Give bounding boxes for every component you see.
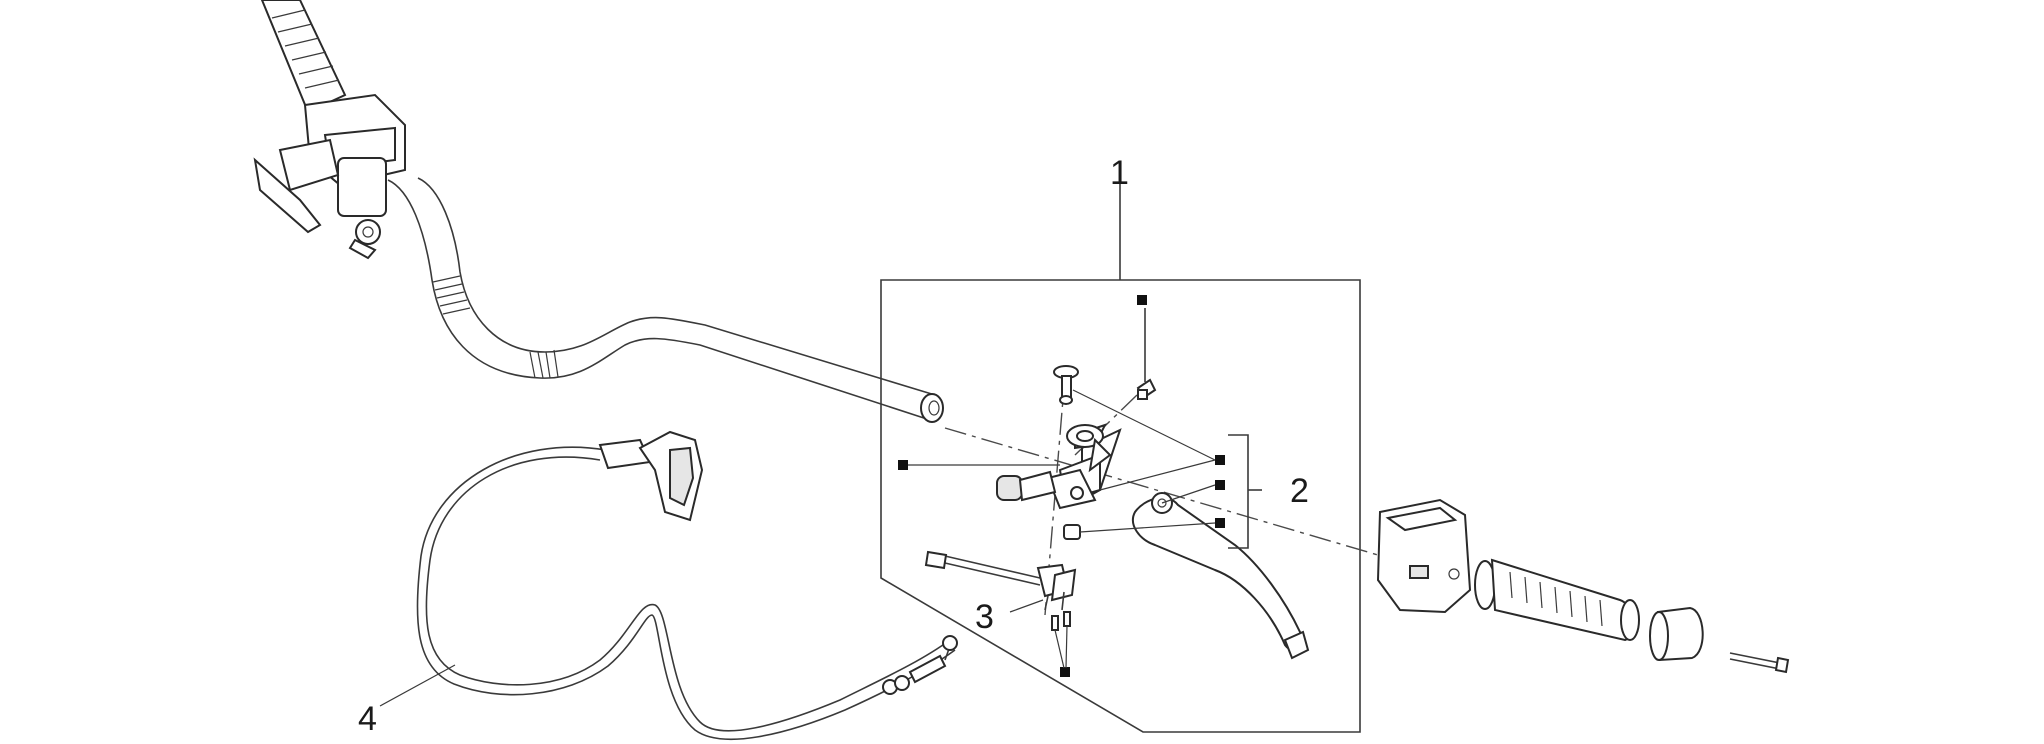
kit-box bbox=[880, 180, 1361, 733]
assembly-axis-line bbox=[944, 427, 1396, 561]
pivot-nut bbox=[1063, 524, 1081, 540]
adjuster-screw bbox=[1136, 308, 1157, 400]
left-control-housing bbox=[253, 93, 406, 260]
square-marker-icon bbox=[1215, 455, 1225, 465]
callout-4: 4 bbox=[358, 700, 377, 738]
left-grip bbox=[260, 0, 347, 114]
callout-2: 2 bbox=[1290, 472, 1309, 510]
handlebar-tube bbox=[387, 177, 944, 423]
square-marker-icon bbox=[1215, 480, 1225, 490]
square-marker-icon bbox=[1060, 667, 1070, 677]
handlebar bbox=[253, 0, 944, 423]
callout-labels: 1 2 3 4 bbox=[358, 154, 1309, 738]
clutch-lever-assembly bbox=[996, 308, 1310, 660]
right-grip bbox=[1474, 558, 1640, 642]
switch-housing bbox=[1376, 498, 1472, 614]
clutch-lever bbox=[1132, 492, 1310, 660]
pivot-pin bbox=[1053, 365, 1079, 405]
leader-lines bbox=[379, 389, 1262, 707]
clutch-cable bbox=[416, 430, 958, 741]
kit-markers bbox=[898, 295, 1225, 677]
callout-1: 1 bbox=[1110, 154, 1129, 192]
square-marker-icon bbox=[1215, 518, 1225, 528]
callout-3: 3 bbox=[975, 598, 994, 636]
bar-end-weight bbox=[1649, 606, 1704, 662]
square-marker-icon bbox=[1137, 295, 1147, 305]
bar-end-bolt bbox=[1729, 652, 1790, 674]
lever-bracket bbox=[996, 423, 1122, 510]
clutch-switch bbox=[924, 550, 1077, 631]
square-marker-icon bbox=[898, 460, 908, 470]
